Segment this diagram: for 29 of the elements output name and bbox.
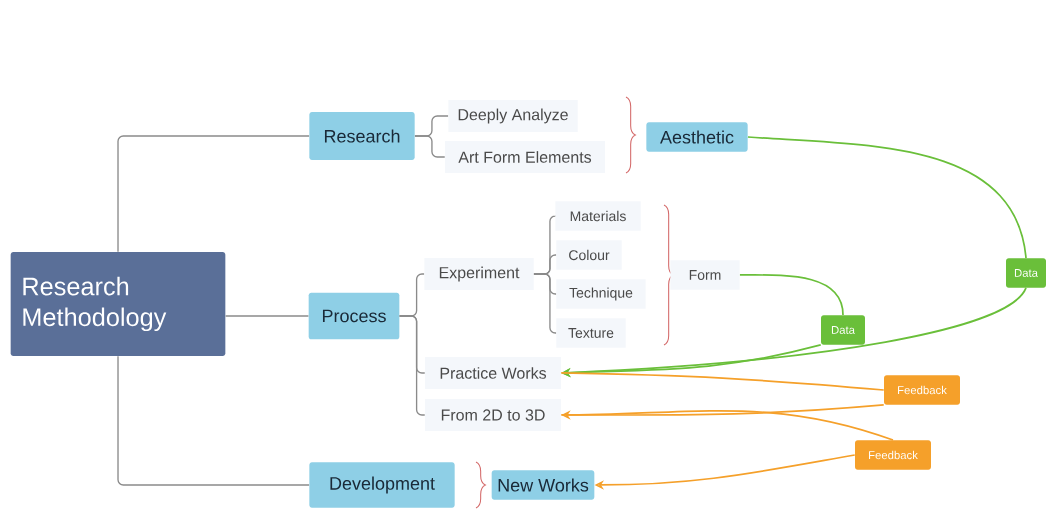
subtopic-label: Colour (556, 240, 622, 270)
topic-box: Aesthetic (646, 122, 748, 152)
connector-line (533, 273, 557, 334)
subtopic-label: Technique (556, 279, 646, 309)
subtopic-label: Deeply Analyze (448, 100, 578, 132)
topic-box: Process (308, 292, 400, 340)
topic-box: Development (309, 462, 455, 508)
connector-line (560, 372, 885, 391)
subtopic-label: Texture (556, 318, 626, 348)
subtopic-label: Art Form Elements (445, 141, 605, 173)
feedback-tag: Feedback (855, 440, 931, 470)
topic-box: New Works (491, 470, 595, 500)
subtopic-label: Materials (555, 201, 641, 231)
subtopic-label: Experiment (424, 258, 534, 290)
subtopic-label: Form (670, 260, 740, 290)
connector-line (117, 355, 310, 486)
connector-line (117, 135, 310, 253)
connector-line (739, 274, 844, 316)
topic-box: Research (309, 112, 415, 160)
subtopic-label: Practice Works (425, 357, 561, 389)
connector-line (747, 136, 1027, 259)
connector-line (398, 315, 426, 416)
connector-line (560, 410, 894, 441)
data-tag: Data (1006, 258, 1046, 288)
feedback-tag: Feedback (884, 375, 960, 405)
data-tag: Data (821, 315, 865, 345)
root-box: Research Methodology (10, 252, 226, 356)
connector-line (224, 315, 310, 317)
subtopic-label: From 2D to 3D (425, 399, 561, 431)
